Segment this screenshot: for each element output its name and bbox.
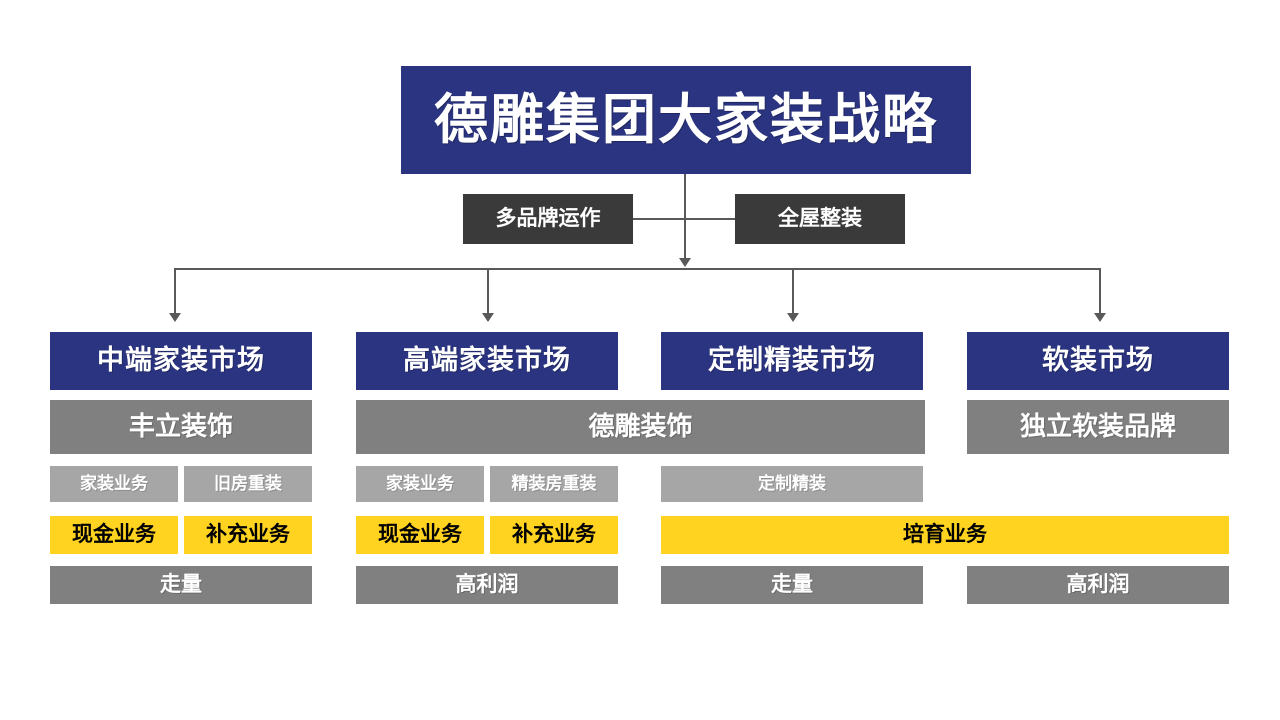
connector-bus (174, 268, 1100, 270)
market-box-1[interactable]: 中端家装市场 (50, 332, 312, 390)
business-box-2-1[interactable]: 家装业务 (356, 466, 484, 502)
market-box-4[interactable]: 软装市场 (967, 332, 1229, 390)
business-type-box-3-4-merged[interactable]: 培育业务 (661, 516, 1229, 554)
brand-box-2-3-merged[interactable]: 德雕装饰 (356, 400, 925, 454)
connector-drop-3-arrow (787, 313, 799, 322)
connector-drop-2 (487, 268, 489, 316)
connector-drop-2-arrow (482, 313, 494, 322)
diagram-title: 德雕集团大家装战略 (401, 66, 971, 174)
business-box-1-1[interactable]: 家装业务 (50, 466, 178, 502)
business-type-box-2-1[interactable]: 现金业务 (356, 516, 484, 554)
business-box-3-1[interactable]: 定制精装 (661, 466, 923, 502)
business-box-1-2[interactable]: 旧房重装 (184, 466, 312, 502)
business-type-box-2-2[interactable]: 补充业务 (490, 516, 618, 554)
connector-drop-1 (174, 268, 176, 316)
market-box-3[interactable]: 定制精装市场 (661, 332, 923, 390)
pillar-multi-brand[interactable]: 多品牌运作 (463, 194, 633, 244)
connector-drop-4 (1099, 268, 1101, 316)
result-box-1[interactable]: 走量 (50, 566, 312, 604)
connector-drop-4-arrow (1094, 313, 1106, 322)
pillar-whole-house[interactable]: 全屋整装 (735, 194, 905, 244)
connector-drop-3 (792, 268, 794, 316)
business-type-box-1-2[interactable]: 补充业务 (184, 516, 312, 554)
result-box-2[interactable]: 高利润 (356, 566, 618, 604)
business-box-2-2[interactable]: 精装房重装 (490, 466, 618, 502)
result-box-3[interactable]: 走量 (661, 566, 923, 604)
brand-box-4[interactable]: 独立软装品牌 (967, 400, 1229, 454)
connector-pillars-link (633, 218, 735, 220)
connector-drop-1-arrow (169, 313, 181, 322)
brand-box-1[interactable]: 丰立装饰 (50, 400, 312, 454)
business-type-box-1-1[interactable]: 现金业务 (50, 516, 178, 554)
connector-title-stem-arrow (679, 258, 691, 267)
market-box-2[interactable]: 高端家装市场 (356, 332, 618, 390)
result-box-4[interactable]: 高利润 (967, 566, 1229, 604)
